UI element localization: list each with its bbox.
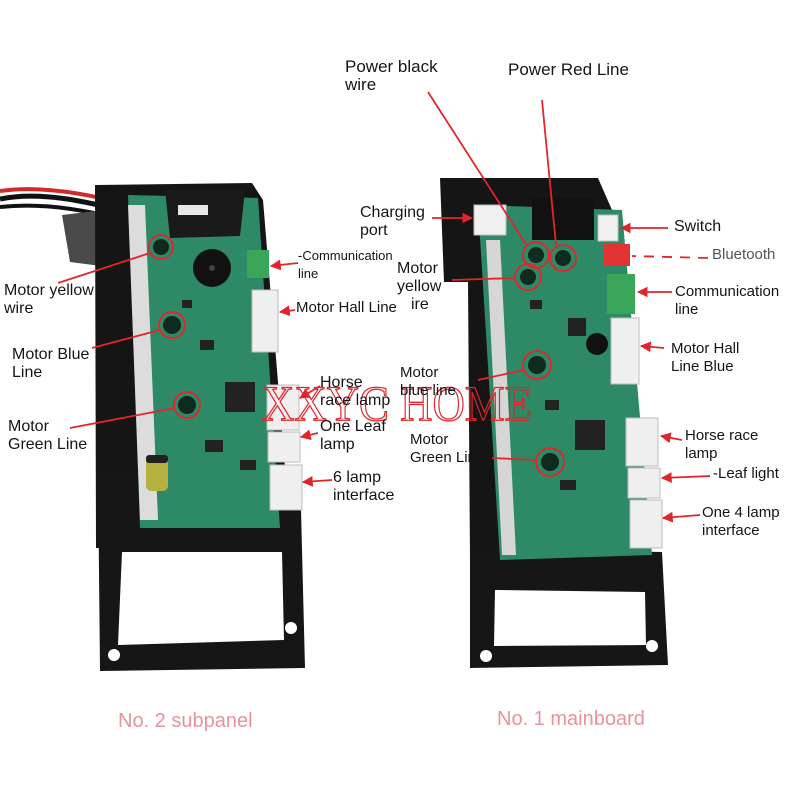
callout-circle xyxy=(514,263,542,291)
callout-line xyxy=(427,91,528,247)
horse-race-connector xyxy=(266,384,300,431)
callout-circle xyxy=(522,350,552,380)
callouts xyxy=(57,91,711,523)
pcb-edge-connector xyxy=(486,240,516,555)
frame-flange xyxy=(62,211,101,266)
four-lamp-connector xyxy=(629,499,663,549)
callout-circle xyxy=(148,234,174,260)
bluetooth-connector xyxy=(604,244,630,266)
callout-circle xyxy=(549,244,577,272)
mounting-bracket xyxy=(470,548,668,668)
callout-arrow xyxy=(660,472,711,483)
callout-arrow xyxy=(301,475,333,487)
callout-circle xyxy=(535,447,565,477)
subpanel-board xyxy=(0,183,305,671)
callout-line xyxy=(69,407,176,429)
caption-subpanel: No. 2 subpanel xyxy=(118,710,253,732)
pcb xyxy=(128,195,280,528)
chip xyxy=(225,382,255,412)
label-power-red-line: Power Red Line xyxy=(508,60,629,79)
label-motor-hall-line: Motor Hall Line xyxy=(296,299,397,316)
horse-race-connector xyxy=(625,417,659,467)
motor-hall-connector xyxy=(251,289,279,353)
power-block xyxy=(532,198,594,240)
label-leaf-light: -Leaf light xyxy=(713,465,779,482)
callout-arrow xyxy=(639,341,665,353)
communication-connector xyxy=(247,250,269,278)
callout-line xyxy=(57,252,151,284)
communication-connector xyxy=(607,274,635,314)
caption-mainboard: No. 1 mainboard xyxy=(497,708,645,730)
mount-hole xyxy=(108,649,120,661)
pcb-edge-connector xyxy=(128,205,158,520)
callout-arrow xyxy=(299,429,319,441)
callout-circle xyxy=(173,391,201,419)
inductor xyxy=(568,318,586,336)
capacitor xyxy=(146,455,168,491)
switch-connector xyxy=(597,214,619,242)
callout-line xyxy=(541,99,557,246)
callout-arrow xyxy=(659,432,683,444)
callout-line xyxy=(477,369,525,381)
callout-arrow xyxy=(299,385,321,399)
callout-dashed xyxy=(631,255,709,259)
charging-port-connector xyxy=(473,204,507,236)
callout-circle xyxy=(522,241,550,269)
leaf-lamp-connector xyxy=(267,431,301,463)
leaf-light-connector xyxy=(627,467,661,499)
chip xyxy=(575,420,605,450)
mainboard-board xyxy=(440,178,668,668)
callout-line xyxy=(491,457,537,461)
callout-arrow xyxy=(661,511,701,523)
watermark: XXYC HOME xyxy=(262,375,532,431)
callout-circle xyxy=(158,311,186,339)
callout-line xyxy=(91,329,161,349)
mount-hole xyxy=(285,622,297,634)
mount-hole xyxy=(646,640,658,652)
six-lamp-connector xyxy=(269,464,303,511)
mount-hole xyxy=(480,650,492,662)
callout-arrow xyxy=(269,259,299,271)
motor-hall-connector xyxy=(610,317,640,385)
label-switch: Switch xyxy=(674,218,722,235)
capacitor xyxy=(586,333,608,355)
callout-line xyxy=(451,277,516,281)
label-bluetooth: Bluetooth xyxy=(712,246,776,263)
callout-arrow xyxy=(278,305,296,317)
